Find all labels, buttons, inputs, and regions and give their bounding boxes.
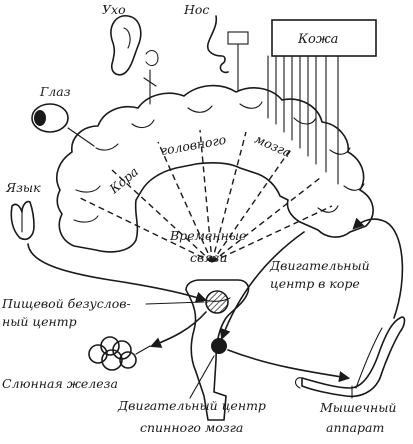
label-cortex-2: головного	[159, 132, 227, 158]
ear-icon	[110, 15, 159, 76]
label-spinal-2: спинного мозга	[140, 420, 243, 435]
label-tongue: Язык	[5, 180, 41, 195]
cerebral-cortex-band	[56, 84, 374, 253]
nose-icon	[206, 15, 249, 74]
label-motor-cortex-1: Двигательный	[269, 258, 370, 273]
label-cortex-3: мозга	[253, 131, 294, 160]
label-motor-cortex-2: центр в коре	[270, 276, 360, 291]
label-spinal-1: Двигательный центр	[117, 398, 266, 413]
label-muscle-1: Мышечный	[319, 400, 396, 415]
label-ear: Ухо	[102, 2, 126, 17]
temporal-connection-lines	[79, 129, 333, 263]
label-nose: Нос	[183, 2, 209, 17]
label-muscle-2: аппарат	[326, 420, 384, 435]
spinal-center-leader	[189, 355, 215, 399]
label-food-center-2: ный центр	[2, 314, 77, 329]
muscle-arm-icon	[294, 316, 406, 398]
food-center-node	[205, 290, 229, 314]
food-center-leader	[145, 301, 205, 305]
label-temporal-2: связи	[190, 250, 227, 265]
skin-box	[271, 19, 377, 57]
tongue-icon	[10, 200, 35, 241]
label-eye: Глаз	[39, 84, 71, 99]
salivary-gland-icon	[88, 336, 151, 371]
label-food-center-1: Пищевой безуслов-	[1, 296, 131, 311]
label-saliva: Слюнная железа	[2, 376, 118, 391]
spinal-motor-center-node	[211, 338, 227, 354]
pathway-lines	[27, 43, 404, 383]
label-temporal-1: Временные	[169, 228, 246, 243]
label-skin: Кожа	[297, 32, 338, 47]
eye-icon	[31, 103, 69, 133]
